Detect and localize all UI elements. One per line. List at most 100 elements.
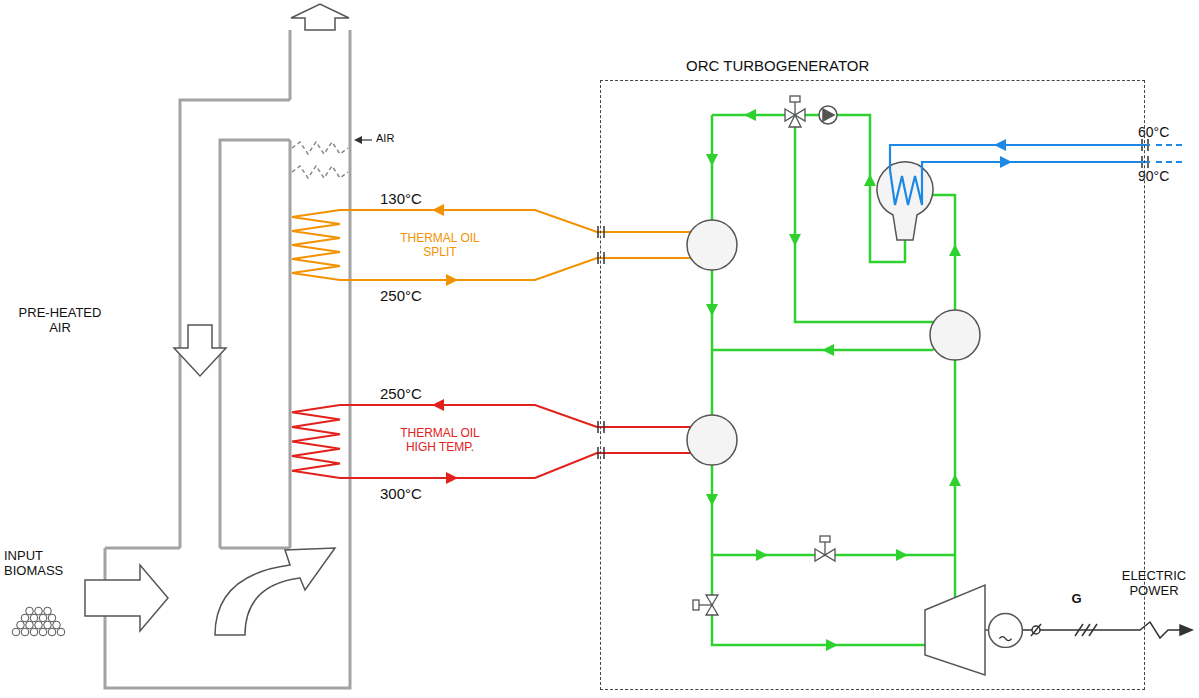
- biomass-pellet: [48, 628, 56, 636]
- biomass-pellet: [30, 628, 38, 636]
- biomass-pellet: [48, 614, 56, 622]
- cooling-water-line: [890, 145, 1150, 170]
- orc-flow-arrow: [706, 154, 718, 166]
- biomass-pile: [12, 607, 65, 636]
- cooling-water-line: [890, 170, 922, 205]
- heat-exchanger-coil: [292, 405, 340, 478]
- pipe-flange: [603, 447, 605, 459]
- orc-flow-arrow: [756, 549, 768, 561]
- thermal-oil-split-pipe: [340, 210, 691, 280]
- heat-exchanger: [930, 310, 980, 360]
- thermal-oil-split-pipe: [340, 258, 691, 280]
- valve-symbol: [794, 102, 795, 115]
- biomass-pellet: [35, 607, 43, 615]
- biomass-pellet: [39, 628, 47, 636]
- air-inlet-arrow: [354, 136, 362, 144]
- thermal-oil-split-arrow: [432, 204, 444, 216]
- orc-flow-arrow: [864, 174, 876, 186]
- biomass-pellet: [21, 628, 29, 636]
- pipe-flange: [597, 252, 599, 264]
- pipe-flange: [603, 252, 605, 264]
- orc-fluid-line: [712, 115, 905, 262]
- boiler-wall: [105, 547, 180, 550]
- boiler-wall: [220, 140, 290, 548]
- biomass-pellet: [17, 621, 25, 629]
- boiler-wall: [289, 140, 292, 548]
- air-flow-label: PRE-HEATED AIR: [8, 305, 112, 336]
- biomass-pellet: [26, 621, 34, 629]
- boiler-wall: [289, 30, 292, 100]
- heat-exchanger: [687, 415, 737, 465]
- biomass-pellet: [53, 621, 61, 629]
- electric-output-line: [1023, 629, 1032, 631]
- orc-flow-arrow: [822, 344, 834, 356]
- pipe-flange: [598, 139, 1148, 459]
- pipe-flange: [603, 421, 605, 433]
- thermal-oil-split-pipe: [340, 210, 691, 232]
- pump-symbol: [819, 106, 837, 124]
- electric-output-line: [1180, 625, 1192, 635]
- air-preheater: [292, 142, 348, 178]
- orc-flow-arrow: [706, 109, 961, 651]
- electric-output-line: [1023, 622, 1192, 638]
- cooling-water-line: [1156, 144, 1186, 146]
- thermal-oil-high-pipe: [340, 405, 691, 478]
- thermal-oil-high-arrow: [446, 472, 458, 484]
- air-preheater: [292, 142, 348, 154]
- pipe-flange: [597, 447, 599, 459]
- biomass-pellet: [26, 607, 34, 615]
- pipe-flange: [597, 421, 599, 433]
- orc-flow-arrow: [826, 639, 838, 651]
- air-inlet-label: AIR: [376, 132, 394, 145]
- boiler-wall: [220, 547, 290, 550]
- flow-arrow-hollow: [174, 325, 226, 376]
- orc-flow-arrow: [706, 494, 718, 506]
- heat-exchanger: [687, 220, 737, 270]
- thermal-oil-high-pipe: [340, 453, 691, 478]
- orc-fluid-line: [711, 115, 714, 220]
- unit-heading: ORC TURBOGENERATOR: [686, 57, 869, 74]
- thermal-oil-high-pipe: [340, 405, 691, 427]
- valve-symbol: [824, 542, 825, 555]
- heat-exchanger-coil: [292, 210, 340, 280]
- electric-output-line: [1082, 624, 1090, 636]
- orc-flow-arrow: [789, 234, 801, 246]
- electric-output-line: [1040, 622, 1180, 638]
- pump-symbol: [823, 109, 834, 121]
- valve-symbol: [820, 536, 830, 542]
- biomass-pellet: [21, 614, 29, 622]
- generator-outline: [987, 612, 1024, 649]
- heat-exchanger: [687, 162, 980, 465]
- biomass-pellet: [30, 614, 38, 622]
- orc-flow-arrow: [896, 549, 908, 561]
- electric-output-line: [1089, 624, 1097, 636]
- valve-symbol: [693, 600, 699, 610]
- circuit-label: THERMAL OIL SPLIT: [388, 231, 492, 259]
- cooling-water-arrow: [994, 139, 1012, 168]
- cooling-water-arrow: [1000, 156, 1012, 168]
- biomass-pellet: [44, 607, 52, 615]
- pipe-flange: [603, 226, 605, 238]
- input-label: INPUT BIOMASS: [4, 548, 82, 579]
- heat-exchanger-coil: [292, 210, 970, 478]
- orc-flow-arrow: [706, 304, 718, 316]
- cooling-water-line: [922, 162, 1150, 170]
- output-label: ELECTRIC POWER: [1114, 568, 1194, 599]
- orc-flow-arrow: [949, 474, 961, 486]
- generator-outline: [988, 613, 1022, 647]
- flow-arrow-hollow: [85, 4, 349, 635]
- circuit-label: THERMAL OIL HIGH TEMP.: [388, 426, 492, 454]
- temperature-label: 300°C: [380, 485, 422, 503]
- electric-output-line: [1031, 624, 1041, 636]
- temperature-label: 250°C: [380, 287, 422, 305]
- orc-fluid-line: [711, 270, 714, 415]
- biomass-pellet: [44, 621, 52, 629]
- valve-symbol: [789, 115, 801, 127]
- biomass-pellet: [39, 614, 47, 622]
- temperature-label: 90°C: [1138, 168, 1169, 185]
- boiler-wall: [180, 100, 290, 548]
- valve-symbol: [693, 96, 835, 615]
- temperature-label: 60°C: [1138, 124, 1169, 141]
- flow-arrow-hollow: [215, 548, 335, 635]
- turbine-symbol: [925, 585, 985, 675]
